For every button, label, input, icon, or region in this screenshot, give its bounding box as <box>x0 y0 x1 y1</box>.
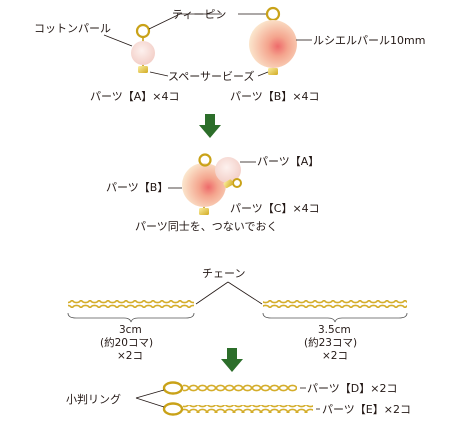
lucite-pearl-bead <box>249 20 297 68</box>
part-b-illustration <box>249 6 297 75</box>
label-lucite-pearl: ルシエルパール10mm <box>313 34 426 47</box>
part-c-lucite-bead <box>182 163 226 207</box>
part-c-loop <box>198 153 212 167</box>
label-chain-right-length: 3.5cm <box>318 324 351 336</box>
label-spacer-beads: スペーサービーズ <box>168 70 255 83</box>
label-jump-ring: 小判リング <box>66 393 121 406</box>
label-chain-left-qty: ×2コ <box>117 350 143 362</box>
part-c-cotton-pearl <box>215 157 241 183</box>
jump-ring-d <box>162 381 184 395</box>
label-chain-right-coma: (約23コマ) <box>304 337 358 349</box>
label-parts-a: パーツ【A】 <box>257 155 320 168</box>
chain-bracket-lines <box>195 281 263 305</box>
label-parts-d-qty: パーツ【D】×2コ <box>307 382 398 395</box>
label-cotton-pearl: コットンパール <box>34 22 111 35</box>
chain-right <box>263 300 407 308</box>
label-tpin: ティーピン <box>172 8 227 21</box>
label-parts-e-qty: パーツ【E】×2コ <box>322 403 411 416</box>
label-parts-c-qty: パーツ【C】×4コ <box>230 202 320 215</box>
label-chain: チェーン <box>202 267 246 280</box>
part-d-illustration <box>162 381 297 395</box>
jump-ring-e <box>162 402 184 416</box>
chain-left <box>68 300 194 308</box>
part-c-loop-a <box>232 178 242 188</box>
part-e-illustration <box>162 402 313 416</box>
leader-lines-bottom <box>135 387 320 410</box>
part-c-spacer <box>199 208 209 215</box>
down-arrow-2 <box>221 348 243 372</box>
brace-right <box>262 312 408 323</box>
leader-lines-mid <box>168 161 256 189</box>
part-a-illustration <box>131 23 155 73</box>
label-parts-b-qty: パーツ【B】×4コ <box>230 90 320 103</box>
cotton-pearl-bead <box>131 41 155 65</box>
brace-left <box>67 312 195 323</box>
tpin-loop-b <box>265 6 281 22</box>
label-chain-right-qty: ×2コ <box>322 350 348 362</box>
spacer-bead-b <box>268 68 278 75</box>
tpin-loop-a <box>135 23 151 39</box>
part-c-illustration <box>182 153 242 215</box>
spacer-bead-a <box>138 66 148 73</box>
label-parts-a-qty: パーツ【A】×4コ <box>90 90 180 103</box>
label-chain-left-coma: (約20コマ) <box>100 337 154 349</box>
label-connect-note: パーツ同士を、つないでおく <box>135 220 278 233</box>
leader-lines-top <box>103 13 312 77</box>
down-arrow-1 <box>199 114 221 138</box>
label-chain-left-length: 3cm <box>119 324 142 336</box>
label-parts-b: パーツ【B】 <box>106 181 169 194</box>
